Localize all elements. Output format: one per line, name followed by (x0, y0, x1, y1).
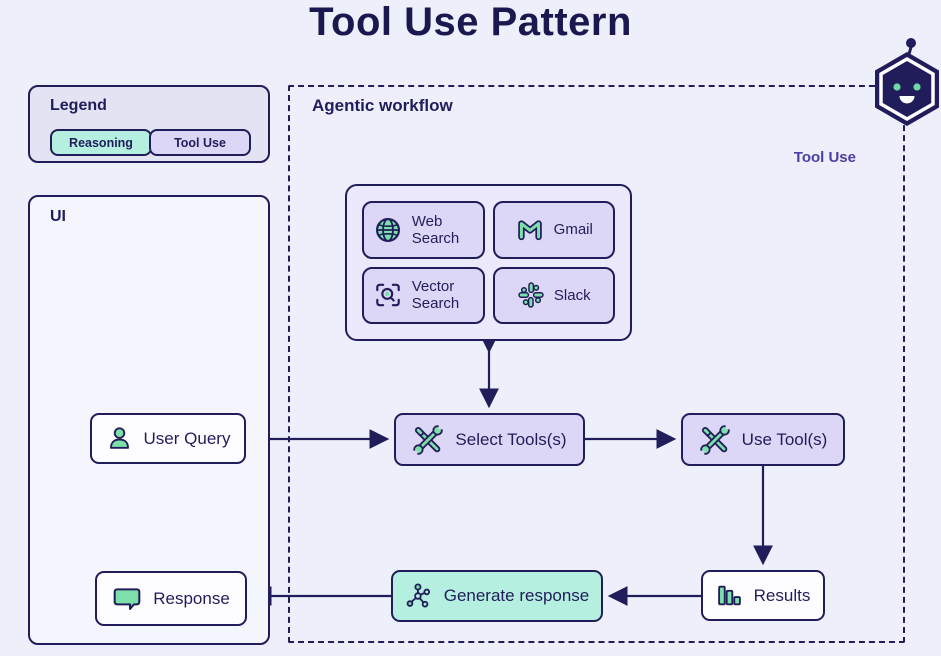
tool-web-search-label: Web Search (411, 212, 460, 247)
user-query-label: User Query (143, 428, 231, 448)
agentic-workflow-title: Agentic workflow (312, 96, 453, 115)
results-node: Results (701, 570, 825, 621)
gmail-icon (517, 220, 542, 240)
legend-badge-reasoning: Reasoning (50, 129, 152, 156)
bar-chart-icon (717, 585, 741, 606)
speech-bubble-icon (113, 587, 141, 610)
robot-icon (875, 38, 939, 126)
legend-title: Legend (50, 97, 107, 114)
tool-vector-search: Vector Search (362, 266, 485, 324)
ui-panel-title: UI (50, 208, 66, 225)
slack-icon (518, 282, 544, 308)
tool-slack: Slack (492, 266, 615, 324)
legend-reasoning-label: Reasoning (69, 135, 133, 150)
globe-icon (375, 217, 400, 242)
tools-container: Web Search Gmail Vector Searc (345, 184, 632, 341)
legend-panel: Legend Reasoning Tool Use (28, 85, 270, 163)
results-label: Results (753, 585, 811, 605)
use-tools-node: Use Tool(s) (681, 413, 845, 466)
agentic-workflow-panel: Agentic workflow Tool Use (288, 85, 905, 643)
tool-vector-search-label: Vector Search (411, 278, 460, 313)
page-title: Tool Use Pattern (309, 0, 632, 44)
tool-slack-label: Slack (553, 286, 591, 304)
tool-gmail: Gmail (492, 201, 615, 259)
select-tools-node: Select Tools(s) (394, 413, 585, 466)
generate-response-label: Generate response (443, 586, 590, 605)
response-node: Response (95, 571, 247, 626)
tools-icon (412, 424, 444, 455)
legend-tool-use-label: Tool Use (174, 135, 226, 150)
select-tools-label: Select Tools(s) (455, 429, 567, 449)
response-label: Response (153, 588, 230, 608)
user-icon (109, 427, 129, 449)
tools-icon (699, 424, 731, 455)
tool-gmail-label: Gmail (553, 221, 593, 239)
tool-web-search: Web Search (362, 201, 485, 259)
generate-response-node: Generate response (391, 570, 603, 622)
use-tools-label: Use Tool(s) (741, 429, 828, 449)
vector-search-icon (375, 284, 400, 307)
legend-badge-tool-use: Tool Use (149, 129, 251, 156)
user-query-node: User Query (90, 413, 246, 464)
network-icon (406, 583, 430, 608)
tool-use-tag: Tool Use (793, 149, 856, 166)
